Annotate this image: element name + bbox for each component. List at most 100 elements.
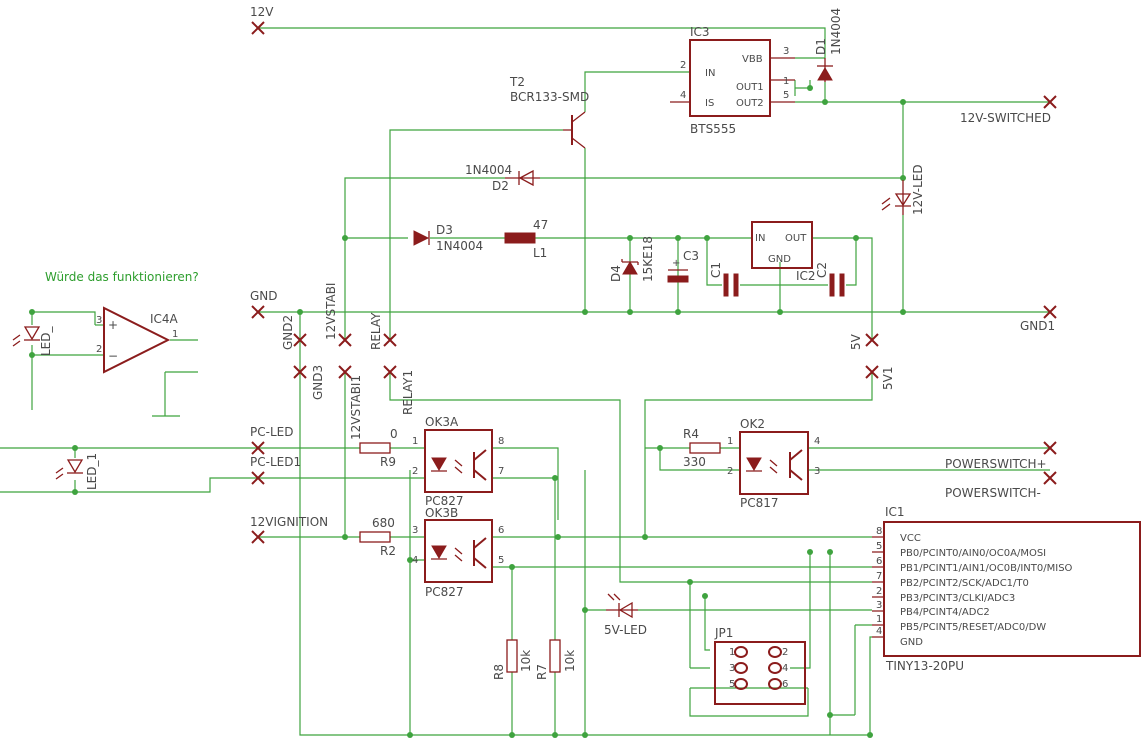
d3-diode[interactable]: D3 1N4004 [413, 223, 483, 253]
ok3b-pin6: 6 [498, 525, 504, 536]
junction-dot [827, 712, 833, 718]
ok3a-pin2: 2 [412, 466, 418, 477]
jp1-jumper[interactable]: JP1 1 2 3 4 5 6 [714, 626, 806, 705]
ic2-name: IC2 [796, 269, 816, 283]
jp1-pin4: 4 [782, 663, 788, 674]
ok3a-value: PC827 [425, 494, 464, 508]
ic2-regulator[interactable]: IN OUT GND IC2 [751, 221, 816, 283]
junction-dot [552, 732, 558, 738]
ic1-pin-number: 6 [876, 556, 882, 567]
led-a[interactable]: LED_ [12, 325, 53, 356]
c3-name: C3 [683, 249, 699, 263]
junction-dot [342, 534, 348, 540]
net-powerswitch-minus: POWERSWITCH- [945, 486, 1041, 500]
ic4a-pin2: 2 [96, 344, 102, 355]
c2-capacitor[interactable]: C2 [815, 262, 845, 297]
net-terminal-mark [293, 333, 307, 347]
jp1-pin1: 1 [729, 647, 735, 658]
d3-name: D3 [436, 223, 453, 237]
ok2-pin3: 3 [814, 466, 820, 477]
junction-dot [407, 732, 413, 738]
net-pc-led: PC-LED [250, 425, 293, 439]
d1-value: 1N4004 [829, 8, 843, 55]
led-a-name: LED_ [39, 325, 53, 356]
ic4a-minus: − [108, 349, 118, 363]
d4-name: D4 [609, 265, 623, 282]
ok3b-value: PC827 [425, 585, 464, 599]
r4-resistor[interactable]: R4 330 [683, 427, 721, 469]
net-terminal-mark [1043, 471, 1057, 485]
ok3a-name: OK3A [425, 415, 459, 429]
ok3b-pin3: 3 [412, 525, 418, 536]
d1-diode[interactable]: D1 1N4004 [814, 8, 843, 82]
led-5v[interactable]: 5V-LED [604, 593, 647, 637]
ic1-pin-label: VCC [900, 533, 921, 544]
c1-capacitor[interactable]: C1 [709, 262, 739, 297]
net-terminal-mark [338, 333, 352, 347]
ic3-pin-is: IS [705, 98, 714, 109]
ic1-pin-label: PB4/PCINT4/ADC2 [900, 607, 990, 618]
r9-resistor[interactable]: 0 R9 [359, 427, 398, 469]
d2-diode[interactable]: 1N4004 D2 [465, 163, 540, 193]
jp1-pin5: 5 [729, 679, 735, 690]
junction-dot [822, 99, 828, 105]
ic1-pin-labels: VCC PB0/PCINT0/AIN0/OC0A/MOSI PB1/PCINT1… [900, 533, 1073, 648]
net-terminal-mark [383, 333, 397, 347]
junction-dot [29, 309, 35, 315]
ic3-bts555[interactable]: IC3 BTS555 IN IS VBB OUT1 OUT2 2 4 3 1 5 [670, 25, 795, 136]
r9-name: R9 [380, 455, 396, 469]
led-b[interactable]: LED_1 [55, 453, 99, 490]
ok3a-optocoupler[interactable]: OK3A PC827 1 2 8 7 [412, 415, 504, 508]
r2-resistor[interactable]: 680 R2 [359, 516, 396, 558]
junction-dot [582, 607, 588, 613]
junction-dot [657, 445, 663, 451]
junction-dot [900, 309, 906, 315]
d4-tvs-diode[interactable]: D4 15KE18 [609, 236, 655, 282]
ic3-pinnum-in: 2 [680, 60, 686, 71]
ic1-pin-label: GND [900, 637, 923, 648]
junction-dot [72, 489, 78, 495]
ic4a-opamp[interactable]: + − IC4A 3 2 1 [96, 306, 179, 374]
net-gnd2: GND2 [281, 315, 295, 350]
l1-inductor[interactable]: 47 L1 [504, 218, 548, 260]
net-terminal-mark [383, 365, 397, 379]
net-12v-switched: 12V-SWITCHED [960, 111, 1051, 125]
r7-resistor[interactable]: R7 10k [535, 639, 577, 680]
ok2-value: PC817 [740, 496, 779, 510]
t2-transistor[interactable]: T2 BCR133-SMD [509, 75, 589, 149]
net-terminal-mark [251, 305, 265, 319]
junction-dot [627, 235, 633, 241]
ic1-pin-number: 2 [876, 586, 882, 597]
junction-dot [675, 235, 681, 241]
junction-dot [555, 534, 561, 540]
ic1-pin-number: 8 [876, 526, 882, 537]
junction-dot [627, 309, 633, 315]
junction-dot [687, 579, 693, 585]
c3-capacitor[interactable]: + C3 [667, 249, 699, 283]
ic1-tiny13[interactable]: IC1 TINY13-20PU VCC PB0/PCINT0/AIN0/OC0A… [872, 505, 1141, 673]
junction-dot [72, 445, 78, 451]
junction-dot [777, 309, 783, 315]
ic4a-plus: + [108, 318, 118, 332]
net-5v: 5V [849, 333, 863, 350]
led-12v[interactable]: 12V-LED [881, 164, 925, 215]
r2-value: 680 [372, 516, 395, 530]
ic1-pin-number: 4 [876, 626, 882, 637]
ok3b-optocoupler[interactable]: OK3B PC827 3 4 6 5 [412, 506, 504, 599]
ic3-pin-out1: OUT1 [736, 82, 764, 93]
ic3-name: IC3 [690, 25, 710, 39]
ok2-optocoupler[interactable]: OK2 PC817 1 2 4 3 [727, 417, 820, 510]
ok3a-pin8: 8 [498, 436, 504, 447]
junction-dot [509, 732, 515, 738]
r8-resistor[interactable]: R8 10k [492, 639, 533, 680]
junction-dot [807, 85, 813, 91]
c3-plus: + [672, 258, 680, 269]
led-5v-name: 5V-LED [604, 623, 647, 637]
net-gnd1: GND1 [1020, 319, 1055, 333]
ok2-pin1: 1 [727, 436, 733, 447]
net-terminal-mark [865, 333, 879, 347]
net-terminal-mark [293, 365, 307, 379]
ic3-pinnum-vbb: 3 [783, 46, 789, 57]
l1-name: L1 [533, 246, 547, 260]
r4-name: R4 [683, 427, 699, 441]
